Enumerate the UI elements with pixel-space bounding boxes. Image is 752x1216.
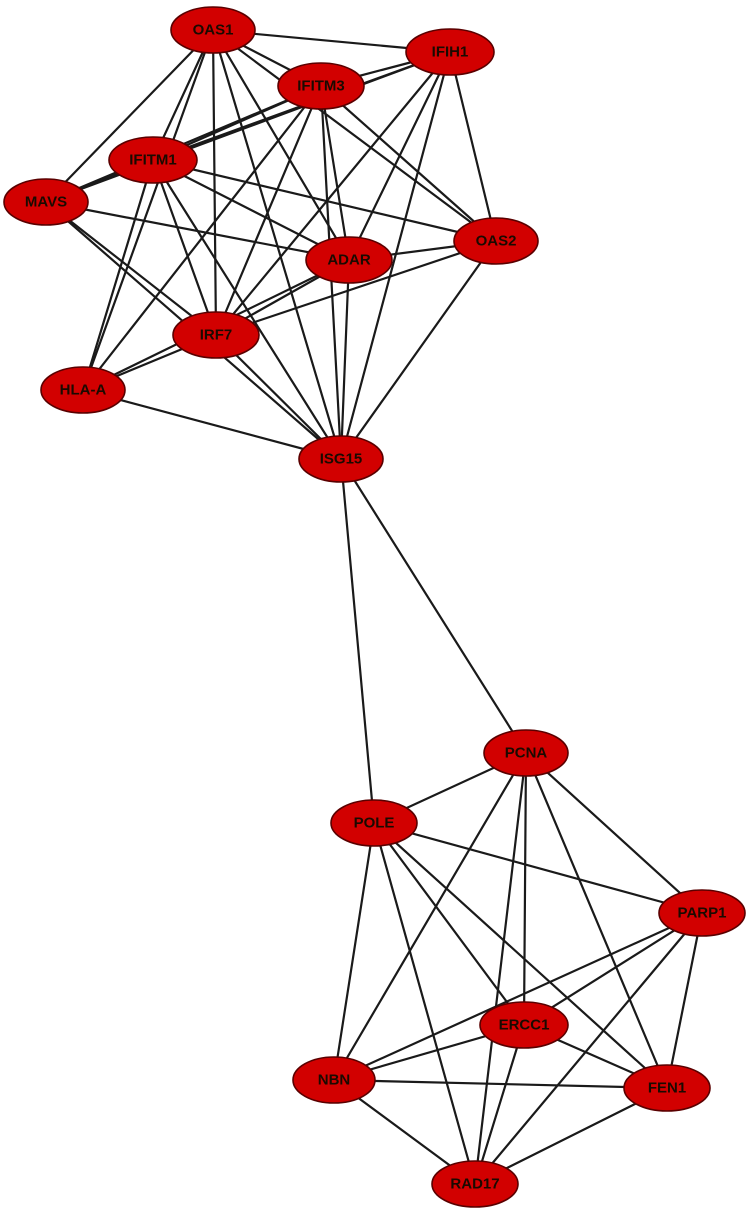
node-adar: ADAR	[305, 236, 393, 284]
node-ellipse	[405, 28, 495, 76]
edge-isg15-pole	[339, 457, 376, 825]
node-label: OAS2	[476, 233, 517, 250]
node-label: IFIH1	[432, 44, 469, 61]
node-ellipse	[431, 1160, 519, 1208]
edge-oas1-adar	[211, 28, 351, 262]
node-label: PARP1	[678, 905, 727, 922]
node-pole: POLE	[330, 799, 418, 847]
edge-ifitm1-irf7	[151, 158, 218, 337]
edge-oas2-isg15	[339, 239, 498, 461]
node-ellipse	[3, 178, 89, 226]
node-ellipse	[40, 366, 126, 414]
node-ellipse	[330, 799, 418, 847]
edges-layer	[44, 28, 704, 1186]
edge-ifih1-mavs	[44, 50, 452, 204]
edge-pole-ercc1	[372, 821, 526, 1027]
edge-ifitm3-irf7	[214, 84, 323, 337]
edge-pcna-parp1	[524, 751, 704, 915]
edge-mavs-irf7	[44, 200, 218, 337]
node-hla-a: HLA-A	[40, 366, 126, 414]
node-ellipse	[298, 435, 384, 483]
node-label: POLE	[354, 815, 395, 832]
node-ellipse	[170, 6, 256, 54]
node-ifitm1: IFITM1	[108, 136, 198, 184]
edge-pole-parp1	[372, 821, 704, 915]
edge-ifitm1-hla-a	[81, 158, 155, 392]
edge-adar-isg15	[339, 258, 351, 461]
edge-ifitm3-adar	[319, 84, 351, 262]
node-ellipse	[479, 1001, 569, 1049]
node-irf7: IRF7	[172, 311, 260, 359]
node-label: OAS1	[193, 22, 234, 39]
node-oas1: OAS1	[170, 6, 256, 54]
edge-pole-fen1	[372, 821, 669, 1090]
node-ellipse	[483, 729, 569, 777]
node-ellipse	[658, 889, 746, 937]
node-ifih1: IFIH1	[405, 28, 495, 76]
edge-parp1-rad17	[473, 911, 704, 1186]
node-label: IFITM3	[297, 78, 345, 95]
edge-pcna-nbn	[332, 751, 528, 1082]
edge-isg15-pcna	[339, 457, 528, 755]
edge-pcna-fen1	[524, 751, 669, 1090]
node-oas2: OAS2	[453, 217, 539, 265]
node-label: ISG15	[320, 451, 363, 468]
node-ellipse	[277, 62, 365, 110]
node-ellipse	[623, 1064, 711, 1112]
node-parp1: PARP1	[658, 889, 746, 937]
node-label: NBN	[318, 1072, 351, 1089]
node-ifitm3: IFITM3	[277, 62, 365, 110]
edge-ifitm1-oas2	[151, 158, 498, 243]
edge-ifitm1-adar	[151, 158, 351, 262]
node-ellipse	[172, 311, 260, 359]
node-label: HLA-A	[60, 382, 107, 399]
edge-parp1-ercc1	[522, 911, 704, 1027]
node-label: FEN1	[648, 1080, 686, 1097]
edge-hla-a-isg15	[81, 388, 343, 461]
edge-ercc1-rad17	[473, 1023, 526, 1186]
edge-oas2-irf7	[214, 239, 498, 337]
edge-ifitm3-oas2	[319, 84, 498, 243]
edge-pcna-ercc1	[522, 751, 528, 1027]
edge-pole-rad17	[372, 821, 477, 1186]
node-ellipse	[305, 236, 393, 284]
edge-oas1-isg15	[211, 28, 343, 461]
edge-oas1-oas2	[211, 28, 498, 243]
node-label: ADAR	[327, 252, 370, 269]
node-ercc1: ERCC1	[479, 1001, 569, 1049]
edge-parp1-nbn	[332, 911, 704, 1082]
node-label: RAD17	[450, 1176, 499, 1193]
node-isg15: ISG15	[298, 435, 384, 483]
edge-nbn-fen1	[332, 1078, 669, 1090]
node-pcna: PCNA	[483, 729, 569, 777]
node-label: MAVS	[25, 194, 67, 211]
edge-oas1-irf7	[211, 28, 218, 337]
node-ellipse	[292, 1056, 376, 1104]
node-label: PCNA	[505, 745, 548, 762]
node-mavs: MAVS	[3, 178, 89, 226]
node-label: IFITM1	[129, 152, 177, 169]
node-fen1: FEN1	[623, 1064, 711, 1112]
edge-ifih1-oas2	[448, 50, 498, 243]
edge-pole-nbn	[332, 821, 376, 1082]
node-ellipse	[453, 217, 539, 265]
edge-mavs-adar	[44, 200, 351, 262]
edge-ifih1-irf7	[214, 50, 452, 337]
node-ellipse	[108, 136, 198, 184]
node-rad17: RAD17	[431, 1160, 519, 1208]
edge-oas1-hla-a	[81, 28, 215, 392]
node-nbn: NBN	[292, 1056, 376, 1104]
edge-ifih1-isg15	[339, 50, 452, 461]
node-label: ERCC1	[499, 1017, 550, 1034]
edge-oas1-mavs	[44, 28, 215, 204]
edge-pcna-rad17	[473, 751, 528, 1186]
node-label: IRF7	[200, 327, 233, 344]
edge-parp1-fen1	[665, 911, 704, 1090]
